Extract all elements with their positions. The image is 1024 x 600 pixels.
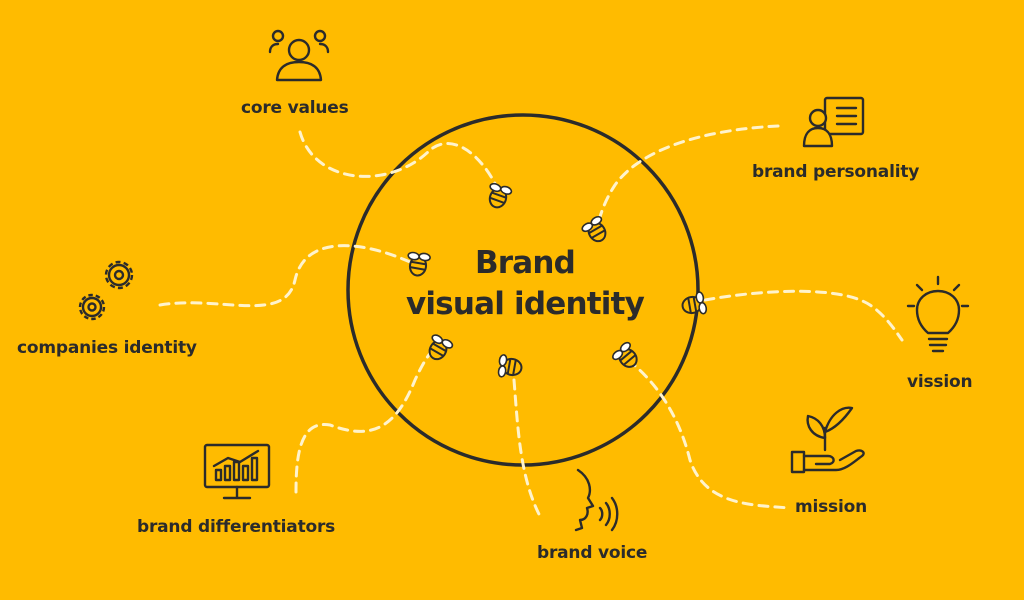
lightbulb-icon (906, 275, 970, 353)
label-mission: mission (795, 497, 867, 517)
team-icon (268, 29, 330, 82)
connector-companies-identity (158, 244, 412, 308)
bee-icon (422, 331, 455, 365)
bee-icon (679, 290, 709, 318)
connector-brand-personality (595, 124, 780, 230)
connector-core-values (298, 130, 500, 192)
label-brand-differentiators: brand differentiators (137, 517, 336, 537)
connector-vission (703, 289, 904, 342)
bee-icon (579, 214, 612, 247)
connector-mission (626, 358, 792, 510)
speaking-head-icon (574, 468, 619, 532)
bee-icon (609, 339, 644, 374)
bee-icon (482, 180, 514, 212)
diagram-title-line1: Brand (474, 245, 576, 281)
hand-plant-icon (790, 406, 865, 474)
connector-brand-voice (512, 378, 544, 522)
label-vission: vission (907, 372, 973, 392)
bee-icon (495, 353, 525, 381)
label-brand-personality: brand personality (752, 162, 920, 182)
connector-lines (158, 124, 904, 522)
connector-brand-differentiators (294, 348, 435, 494)
profile-card-icon (802, 96, 865, 148)
label-brand-voice: brand voice (537, 543, 648, 563)
monitor-chart-icon (203, 443, 271, 500)
gears-icon (78, 260, 134, 321)
label-core-values: core values (241, 98, 349, 118)
diagram-title-line2: visual identity (405, 286, 645, 322)
label-companies-identity: companies identity (17, 338, 197, 358)
